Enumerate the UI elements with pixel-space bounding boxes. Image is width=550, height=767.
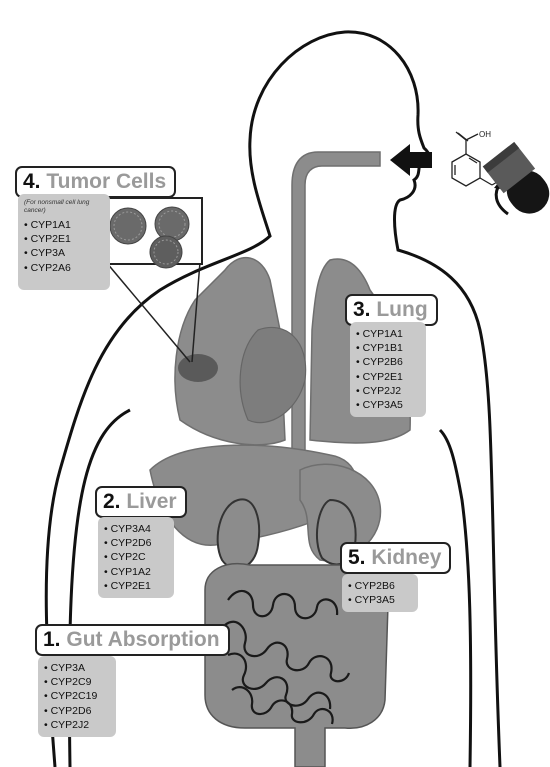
- liver-number: 2.: [103, 490, 121, 513]
- gut-enzyme-list: • CYP3A • CYP2C9 • CYP2C19 • CYP2D6 • CY…: [38, 656, 116, 737]
- tumor-enzyme-list: (For nonsmall cell lung cancer) • CYP1A1…: [18, 194, 110, 290]
- pill-icon: [483, 142, 550, 222]
- lung-name: Lung: [376, 298, 427, 321]
- enzyme-item: • CYP2C9: [44, 675, 110, 689]
- kidney-name: Kidney: [371, 546, 441, 569]
- enzyme-item: • CYP2C: [104, 550, 168, 564]
- tumor-note: (For nonsmall cell lung cancer): [24, 199, 104, 215]
- enzyme-item: • CYP2D6: [44, 704, 110, 718]
- tumor-number: 4.: [23, 170, 41, 193]
- liver-title: 2. Liver: [95, 486, 187, 518]
- right-arm-line: [440, 430, 471, 767]
- enzyme-item: • CYP2E1: [356, 370, 420, 384]
- gut-title: 1. Gut Absorption: [35, 624, 230, 656]
- enzyme-item: • CYP1B1: [356, 341, 420, 355]
- enzyme-item: • CYP2E1: [24, 232, 104, 246]
- molecule-oh-label: OH: [479, 130, 491, 139]
- enzyme-item: • CYP2B6: [356, 355, 420, 369]
- enzyme-item: • CYP1A1: [24, 218, 104, 232]
- enzyme-item: • CYP3A: [44, 661, 110, 675]
- kidney-enzyme-list: • CYP2B6 • CYP3A5: [342, 574, 418, 612]
- enzyme-item: • CYP1A1: [356, 327, 420, 341]
- enzyme-item: • CYP2B6: [348, 579, 412, 593]
- liver-enzyme-list: • CYP3A4 • CYP2D6 • CYP2C • CYP1A2 • CYP…: [98, 517, 174, 598]
- enzyme-item: • CYP1A2: [104, 565, 168, 579]
- tumor-pointer-left: [106, 262, 190, 362]
- enzyme-item: • CYP2J2: [356, 384, 420, 398]
- enzyme-item: • CYP2E1: [104, 579, 168, 593]
- enzyme-item: • CYP3A4: [104, 522, 168, 536]
- enzyme-item: • CYP2C19: [44, 689, 110, 703]
- gut-name: Gut Absorption: [66, 628, 219, 651]
- tumor-spot: [178, 354, 218, 382]
- lung-enzyme-list: • CYP1A1 • CYP1B1 • CYP2B6 • CYP2E1 • CY…: [350, 322, 426, 417]
- kidney-number: 5.: [348, 546, 366, 569]
- tumor-name: Tumor Cells: [46, 170, 166, 193]
- liver-name: Liver: [126, 490, 176, 513]
- enzyme-item: • CYP2D6: [104, 536, 168, 550]
- lung-number: 3.: [353, 298, 371, 321]
- kidney-title: 5. Kidney: [340, 542, 451, 574]
- gut-number: 1.: [43, 628, 61, 651]
- enzyme-item: • CYP2J2: [44, 718, 110, 732]
- enzyme-item: • CYP3A5: [356, 398, 420, 412]
- enzyme-item: • CYP3A: [24, 246, 104, 260]
- enzyme-item: • CYP3A5: [348, 593, 412, 607]
- enzyme-item: • CYP2A6: [24, 261, 104, 275]
